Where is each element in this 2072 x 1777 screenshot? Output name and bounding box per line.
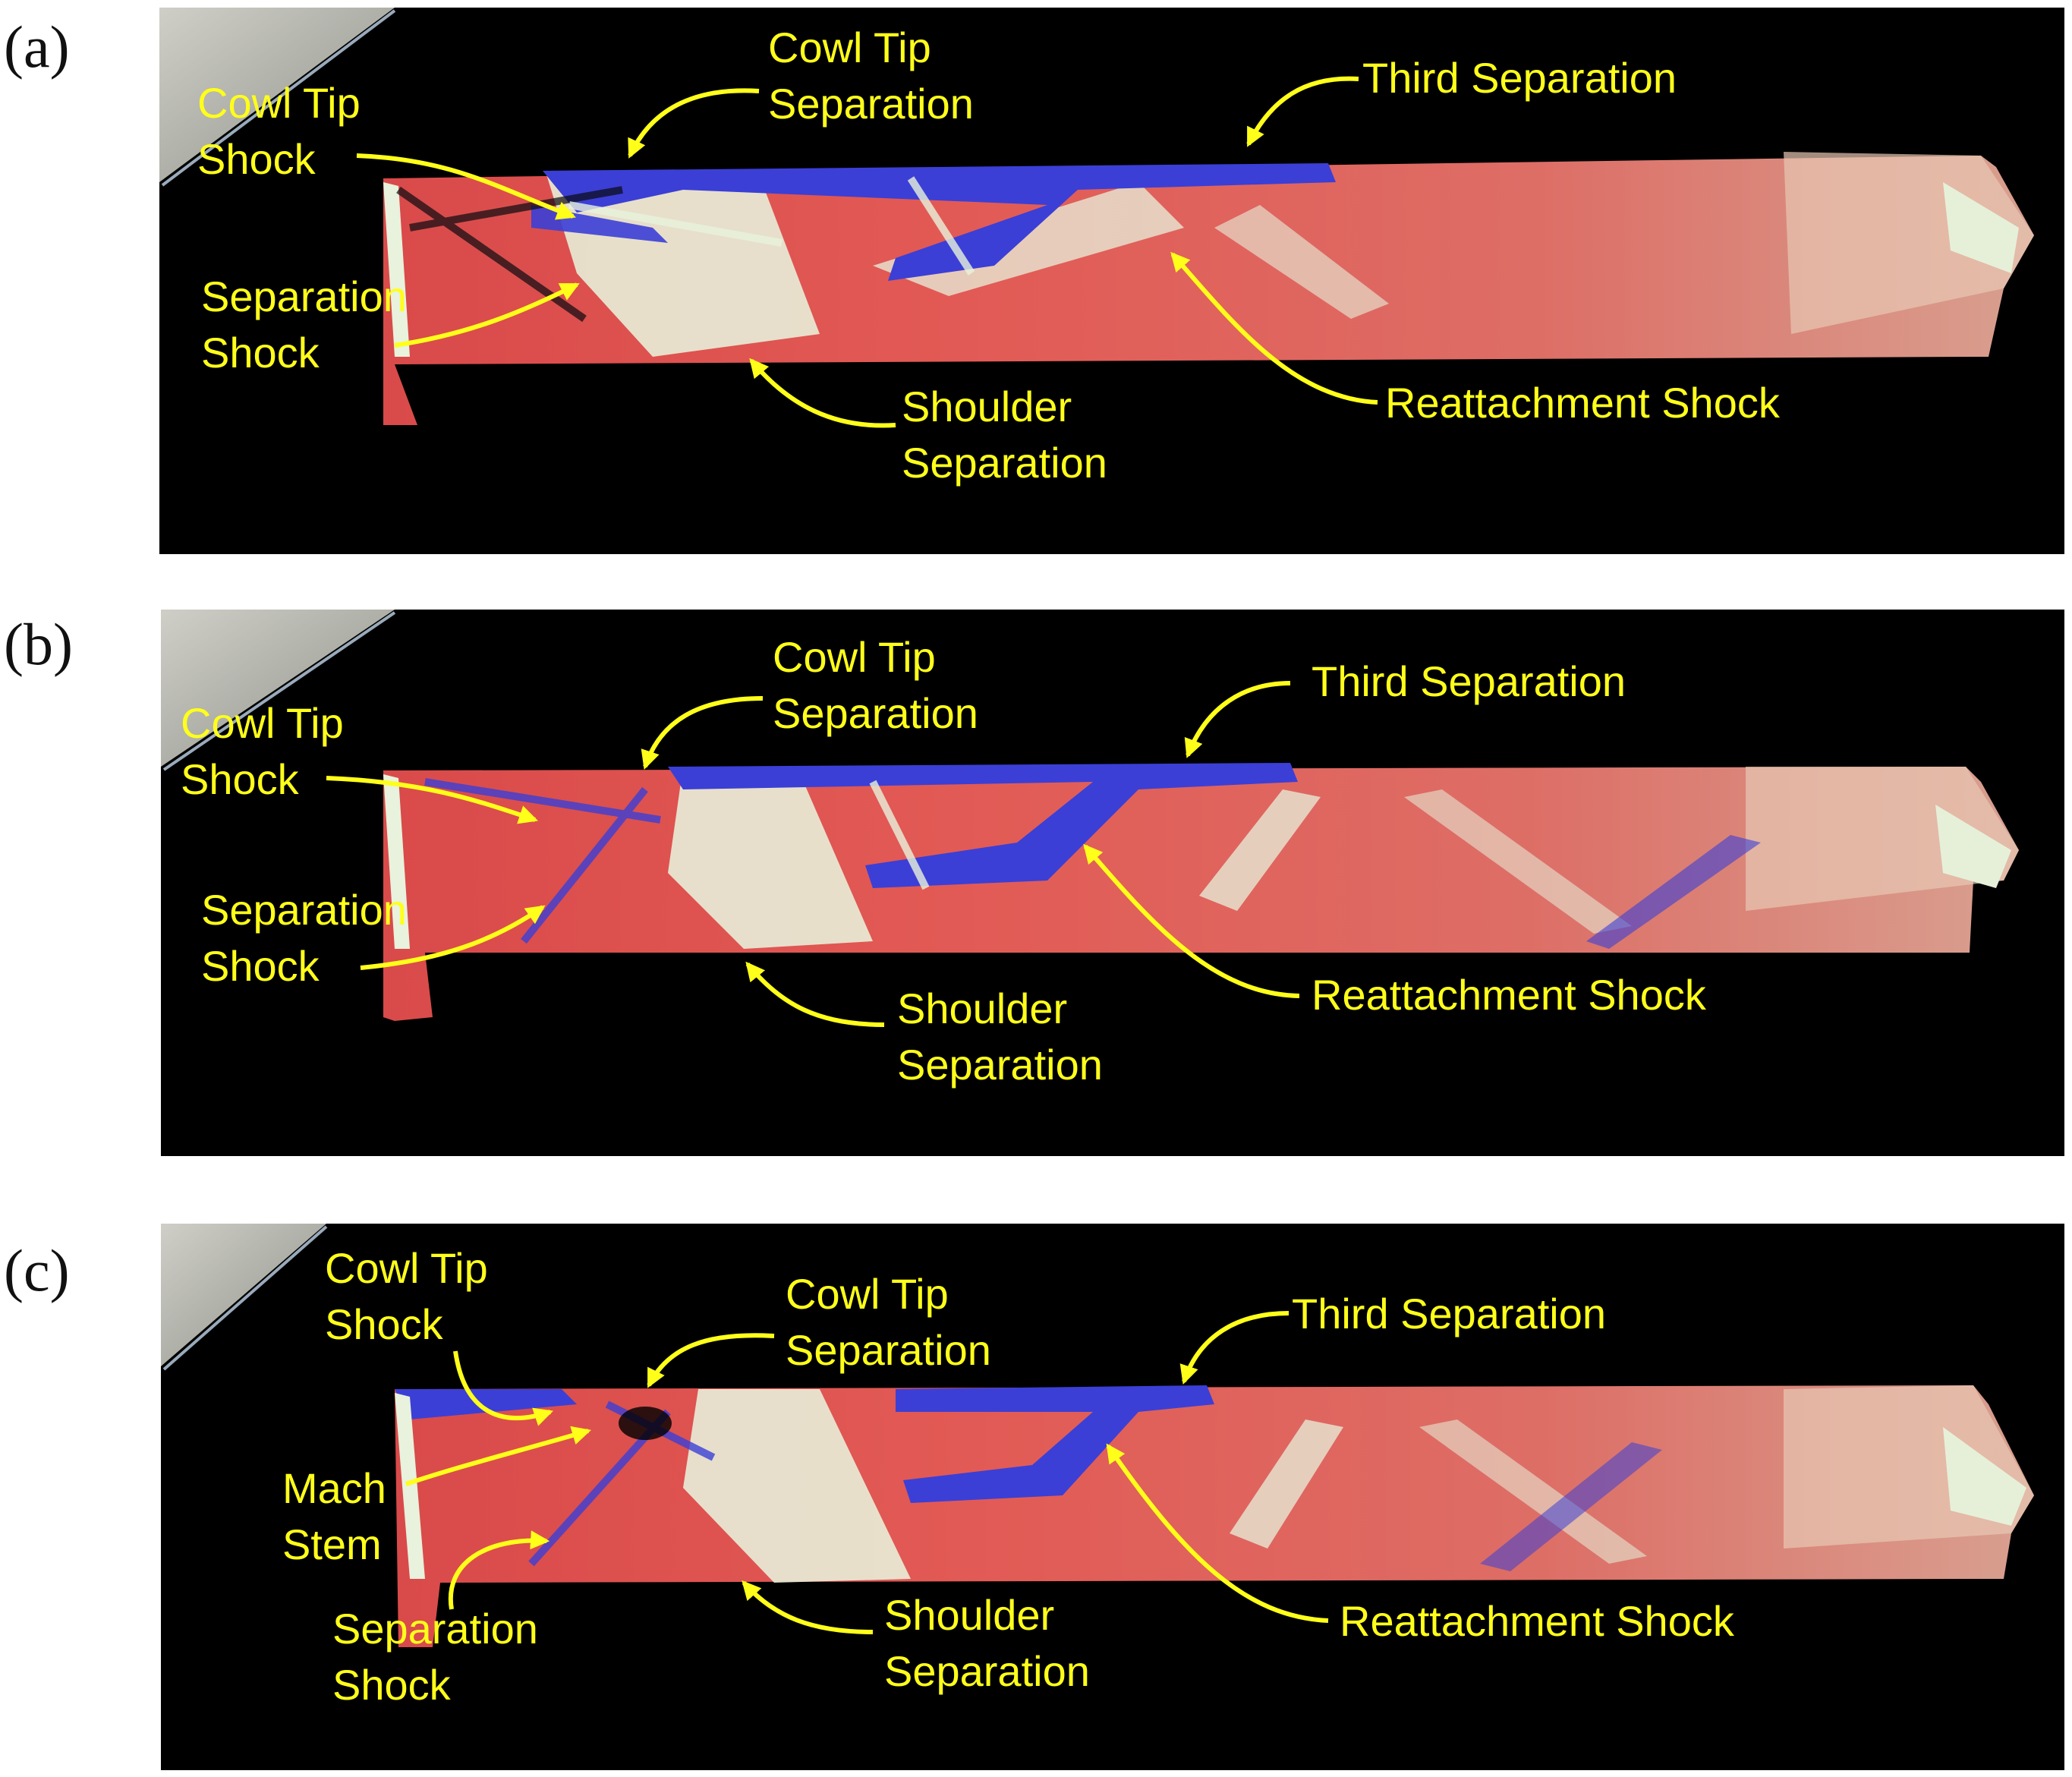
annotation-arrow: [647, 1333, 775, 1388]
annotation-arrow: [360, 905, 546, 970]
annotation-line: Separation: [786, 1326, 991, 1374]
annotation-reattachment-shock: Reattachment Shock: [1083, 843, 1707, 1019]
annotation-line: Separation: [332, 1605, 538, 1653]
annotation-cowl-tip-separation: Cowl Tip Separation: [641, 633, 978, 770]
annotation-arrow: [1184, 681, 1291, 758]
annotation-line: Shock: [201, 329, 320, 377]
annotation-line: Shoulder: [884, 1591, 1054, 1639]
annotation-arrow: [1083, 843, 1300, 998]
svg-text:Separation Shock: Separation Shock: [332, 1605, 549, 1709]
annotation-line: Third Separation: [1312, 657, 1626, 705]
svg-text:Mach Stem: Mach Stem: [282, 1464, 398, 1568]
annotation-arrow: [394, 282, 580, 348]
panel-b: (b) Cowl Tip Shock Cowl: [4, 610, 2064, 1156]
annotation-arrow: [641, 696, 764, 770]
annotation-line: Shock: [325, 1300, 444, 1348]
annotation-cowl-tip-shock: Cowl Tip Shock: [181, 699, 538, 824]
annotation-line: Mach: [282, 1464, 386, 1512]
panel-letter: (c): [4, 1237, 70, 1303]
panel-a: (a) Cowl Tip Shock Cowl: [4, 8, 2064, 554]
annotation-cowl-tip-shock: Cowl Tip Shock: [325, 1244, 553, 1426]
annotation-line: Shoulder: [897, 985, 1067, 1032]
annotation-line: Separation: [201, 273, 407, 320]
annotation-arrow: [628, 88, 760, 159]
annotation-cowl-tip-separation: Cowl Tip Separation: [628, 24, 974, 159]
annotation-arrow: [326, 776, 538, 824]
annotation-third-separation: Third Separation: [1246, 54, 1677, 147]
annotation-reattachment-shock: Reattachment Shock: [1106, 1443, 1735, 1645]
annotation-arrow: [405, 1426, 592, 1486]
annotation-line: Separation: [884, 1647, 1090, 1695]
schlieren-image: [161, 1224, 2064, 1770]
svg-text:Cowl Tip Separation: Cowl Tip Separation: [773, 633, 978, 737]
annotation-line: Reattachment Shock: [1340, 1597, 1735, 1645]
panel-c: (c) Cowl Tip Shock: [4, 1224, 2064, 1770]
annotation-arrow: [749, 358, 896, 428]
annotation-line: Third Separation: [1292, 1290, 1606, 1337]
annotation-line: Separation: [201, 886, 407, 934]
svg-text:Separation Shock: Separation Shock: [201, 886, 418, 990]
schlieren-image: [159, 8, 2064, 554]
annotation-line: Reattachment Shock: [1385, 379, 1781, 427]
annotation-shoulder-separation: Shoulder Separation: [742, 1580, 1090, 1695]
annotation-arrow: [1106, 1443, 1329, 1623]
annotation-arrow: [1246, 76, 1359, 147]
annotation-arrow: [742, 1580, 874, 1634]
annotation-line: Cowl Tip: [197, 79, 361, 127]
annotation-separation-shock: Separation Shock: [201, 273, 580, 377]
schlieren-image: [161, 610, 2064, 1156]
annotation-arrow: [448, 1530, 550, 1610]
panel-letter: (a): [4, 14, 70, 80]
svg-text:Separation Shock: Separation Shock: [201, 273, 418, 377]
svg-text:Cowl Tip Separation: Cowl Tip Separation: [768, 24, 974, 128]
annotation-shoulder-separation: Shoulder Separation: [745, 961, 1103, 1089]
svg-text:Cowl Tip Shock: Cowl Tip Shock: [181, 699, 355, 803]
annotation-arrow: [1179, 1311, 1289, 1385]
annotation-shoulder-separation: Shoulder Separation: [749, 358, 1107, 487]
annotation-line: Shoulder: [902, 383, 1072, 430]
annotation-line: Shock: [201, 942, 320, 990]
annotation-line: Shock: [332, 1661, 452, 1709]
annotation-line: Shock: [181, 755, 300, 803]
annotation-third-separation: Third Separation: [1184, 657, 1626, 758]
annotation-arrow: [745, 961, 885, 1027]
annotation-line: Cowl Tip: [768, 24, 931, 71]
annotation-line: Separation: [897, 1041, 1103, 1089]
annotation-arrow: [453, 1350, 553, 1426]
svg-text:Cowl Tip Shock: Cowl Tip Shock: [197, 79, 372, 183]
svg-text:Cowl Tip Shock: Cowl Tip Shock: [325, 1244, 499, 1348]
annotation-line: Separation: [773, 689, 978, 737]
annotation-line: Reattachment Shock: [1312, 971, 1707, 1019]
annotation-line: Cowl Tip: [773, 633, 936, 681]
annotation-line: Separation: [768, 80, 974, 128]
annotation-line: Cowl Tip: [181, 699, 344, 747]
svg-text:Shoulder Separation: Shoulder Separation: [897, 985, 1103, 1089]
annotation-mach-stem: Mach Stem: [282, 1426, 592, 1568]
annotation-reattachment-shock: Reattachment Shock: [1170, 251, 1781, 427]
annotation-line: Separation: [902, 439, 1107, 487]
annotation-line: Third Separation: [1362, 54, 1677, 102]
annotation-line: Cowl Tip: [786, 1270, 949, 1318]
panel-letter: (b): [4, 611, 73, 677]
annotation-separation-shock: Separation Shock: [332, 1530, 550, 1709]
svg-text:Cowl Tip Separation: Cowl Tip Separation: [786, 1270, 991, 1374]
annotation-separation-shock: Separation Shock: [201, 886, 546, 990]
annotation-cowl-tip-shock: Cowl Tip Shock: [197, 79, 576, 220]
annotation-line: Stem: [282, 1520, 382, 1568]
annotation-arrow: [356, 153, 576, 220]
annotation-arrow: [1170, 251, 1378, 405]
annotation-third-separation: Third Separation: [1179, 1290, 1606, 1385]
svg-text:Shoulder Separation: Shoulder Separation: [884, 1591, 1090, 1695]
svg-text:Shoulder Separation: Shoulder Separation: [902, 383, 1107, 487]
annotation-cowl-tip-separation: Cowl Tip Separation: [647, 1270, 991, 1388]
annotation-line: Shock: [197, 135, 316, 183]
annotation-line: Cowl Tip: [325, 1244, 488, 1292]
